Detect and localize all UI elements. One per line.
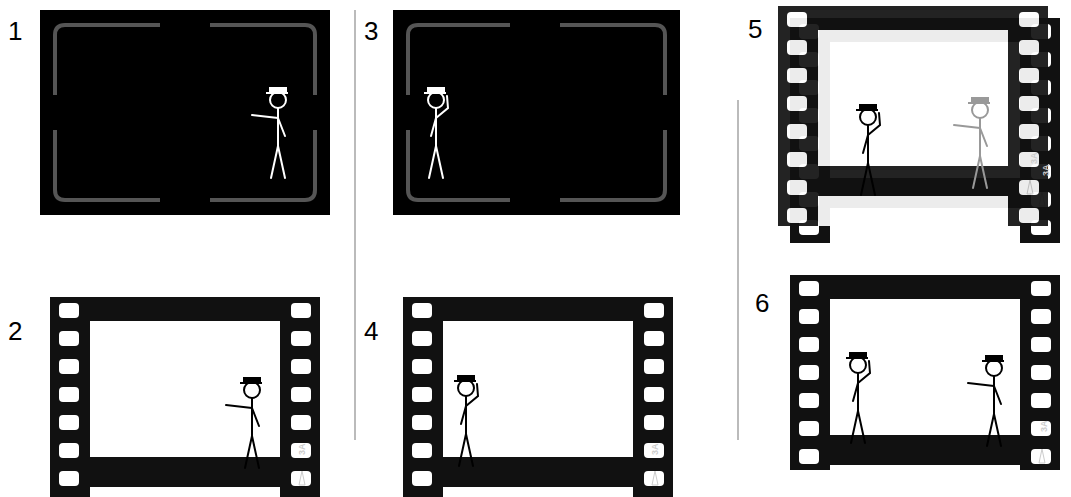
frame-mark: 3A — [298, 443, 307, 455]
panel-number: 5 — [748, 16, 762, 42]
camera-screen — [40, 10, 330, 215]
divider — [354, 10, 356, 440]
frame-mark: 3A — [651, 443, 660, 455]
frame-mark: 3A — [1040, 420, 1049, 432]
frame-mark: 3A — [1030, 152, 1039, 164]
panel-number: 6 — [755, 290, 769, 316]
frame-mark: 3A — [1042, 164, 1051, 176]
film-frame — [50, 297, 320, 497]
film-frame — [790, 275, 1060, 497]
panel-number: 1 — [8, 18, 22, 44]
panel-number: 2 — [8, 318, 22, 344]
overlapped-film — [778, 6, 1060, 248]
panel-number: 4 — [364, 318, 378, 344]
panel-number: 3 — [364, 18, 378, 44]
divider — [737, 100, 739, 440]
film-frame — [403, 297, 673, 497]
camera-screen — [393, 10, 680, 215]
